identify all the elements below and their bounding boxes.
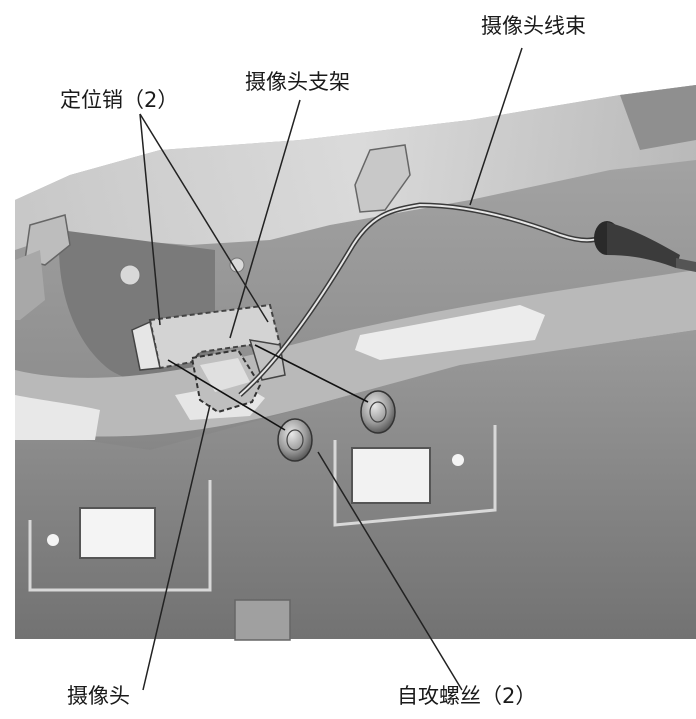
grommet-icon (594, 221, 696, 272)
screw-icon (277, 418, 313, 462)
camera-harness (238, 202, 696, 397)
label-camera-harness: 摄像头线束 (481, 14, 586, 38)
label-locating-pins: 定位销（2） (60, 88, 179, 112)
camera (190, 348, 262, 414)
screw-icon (360, 390, 396, 434)
liftgate-inner-panel (15, 85, 696, 641)
camera-bracket (131, 303, 286, 381)
screw-axis-lines (167, 344, 369, 431)
label-camera-bracket: 摄像头支架 (245, 70, 350, 94)
label-camera: 摄像头 (67, 684, 130, 708)
label-self-tapping-screws: 自攻螺丝（2） (397, 684, 537, 708)
leader-lines (139, 47, 523, 691)
